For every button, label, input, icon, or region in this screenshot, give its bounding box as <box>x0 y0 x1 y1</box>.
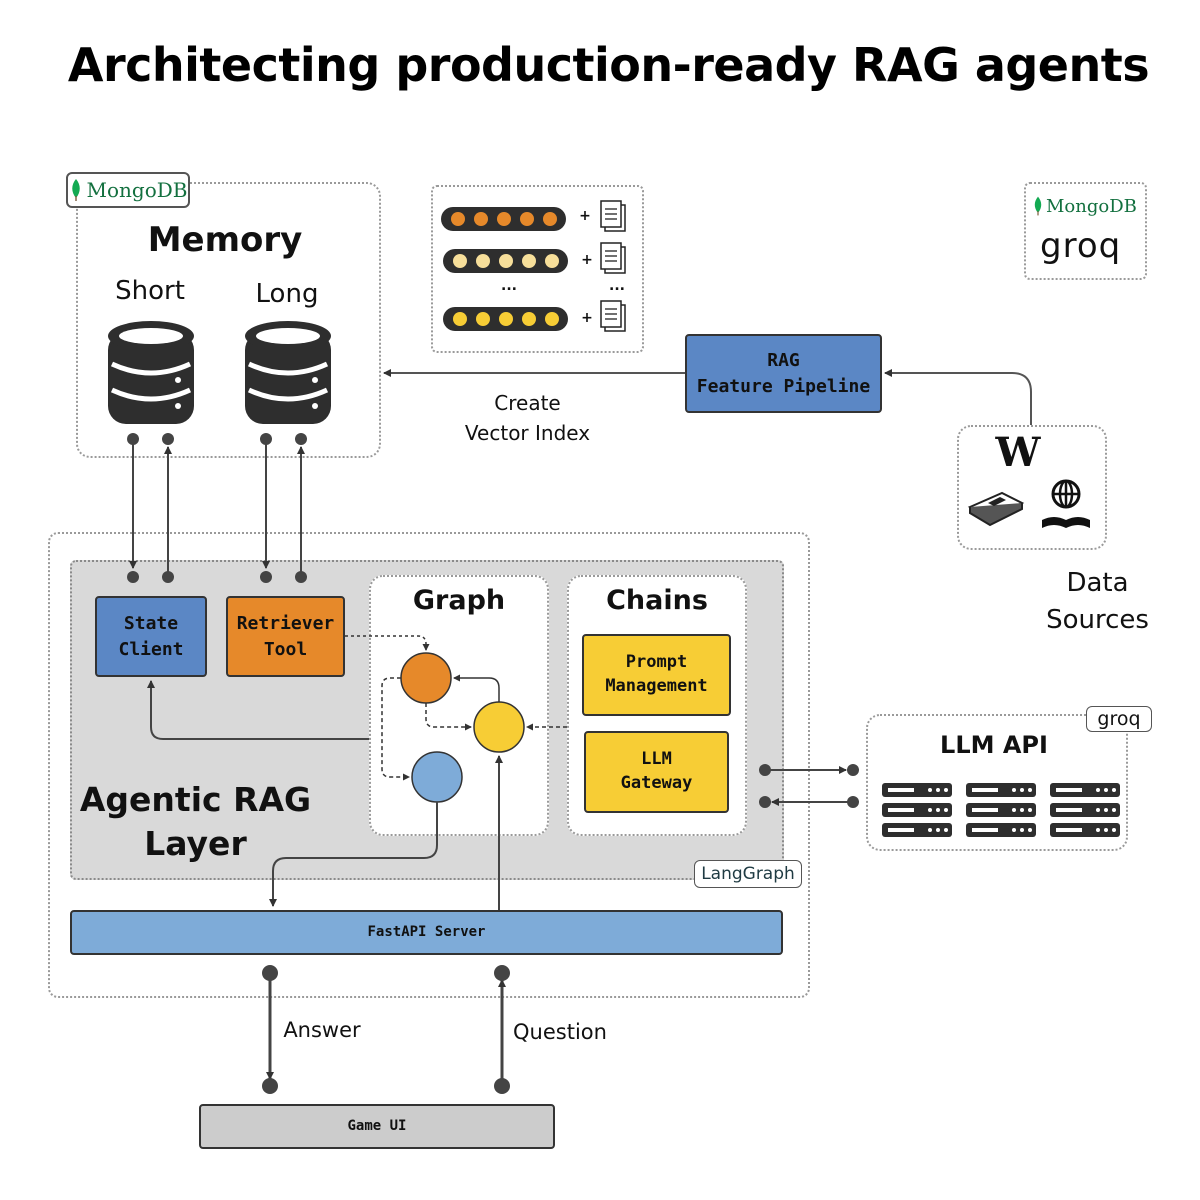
sources-to-pipeline-arrow <box>884 369 1032 425</box>
graph-to-fastapi-arrow <box>269 802 438 907</box>
prompt-line1: Prompt <box>625 652 688 673</box>
embedding-rows <box>441 200 626 332</box>
svg-text:W: W <box>995 429 1042 476</box>
fastapi-label: FastAPI Server <box>367 923 486 940</box>
graph-title: Graph <box>412 585 506 616</box>
plus-sign-1: + <box>579 208 591 224</box>
groq-provider-logo: groq <box>1040 226 1122 266</box>
state-client-line2: Client <box>118 638 184 660</box>
retriever-line1: Retriever <box>236 613 335 635</box>
providers-panel <box>1024 182 1147 280</box>
prompt-management-box: Prompt Management <box>582 634 731 716</box>
graph-node-yellow <box>473 701 525 753</box>
agentic-layer-line1: Agentic RAG <box>79 780 312 819</box>
graph-node-blue <box>411 751 463 803</box>
data-sources-line2: Sources <box>1046 605 1149 635</box>
llm-groq-logo-text: groq <box>1097 708 1141 730</box>
answer-label: Answer <box>283 1018 361 1042</box>
mongodb-leaf-icon <box>1034 196 1042 216</box>
data-sources-line1: Data <box>1066 568 1129 598</box>
memory-title: Memory <box>147 220 303 260</box>
question-label: Question <box>513 1020 607 1044</box>
llm-groq-logo: groq <box>1086 706 1152 732</box>
ellipsis-embeddings: ... <box>501 278 517 294</box>
plus-sign-3: + <box>581 310 593 326</box>
mongodb-leaf-icon <box>71 179 80 201</box>
retriever-tool-box: Retriever Tool <box>226 596 345 677</box>
graph-node-orange <box>400 652 452 704</box>
rag-pipeline-line1: RAG <box>767 350 800 372</box>
langgraph-logo-text: LangGraph <box>701 864 795 884</box>
plus-sign-2: + <box>581 252 593 268</box>
gateway-line2: Gateway <box>620 773 693 793</box>
memory-logo-text: MongoDB <box>86 178 188 202</box>
data-sources-panel <box>957 425 1107 550</box>
mongodb-provider-logo: MongoDB <box>1046 196 1137 217</box>
long-term-database-icon <box>245 321 331 424</box>
short-term-database-icon <box>108 321 194 424</box>
graph-to-state-client-arrow <box>147 680 369 740</box>
graph-panel <box>369 575 549 836</box>
fastapi-server-bar: FastAPI Server <box>70 910 783 955</box>
rag-feature-pipeline-box: RAG Feature Pipeline <box>685 334 882 413</box>
agentic-layer-label: Agentic RAG Layer <box>78 778 313 866</box>
globe-reader-icon <box>1042 479 1090 528</box>
state-client-line1: State <box>123 613 179 635</box>
memory-link-dots <box>127 433 307 583</box>
chains-title: Chains <box>606 585 708 616</box>
data-sources-label: Data Sources <box>1040 565 1155 639</box>
game-ui-box: Game UI <box>199 1104 555 1149</box>
langgraph-logo: LangGraph <box>694 860 802 888</box>
book-icon <box>967 491 1025 527</box>
page-title: Architecting production-ready RAG agents <box>67 38 1150 92</box>
memory-links <box>129 440 305 577</box>
llm-gateway-box: LLM Gateway <box>584 731 729 813</box>
create-vector-index-label: Create Vector Index <box>450 388 605 448</box>
create-index-line1: Create <box>494 391 561 415</box>
prompt-line2: Management <box>605 676 708 696</box>
llm-api-title: LLM API <box>940 731 1048 759</box>
game-ui-label: Game UI <box>347 1117 407 1134</box>
agentic-layer-line2: Layer <box>144 824 247 863</box>
gateway-line1: LLM <box>641 749 672 770</box>
server-rack-icon <box>882 783 1120 837</box>
wikipedia-icon: W <box>995 429 1042 476</box>
state-client-box: State Client <box>95 596 207 677</box>
long-term-label: Long <box>255 279 319 309</box>
memory-mongodb-logo: MongoDB <box>66 172 190 208</box>
ellipsis-documents: ... <box>609 278 625 294</box>
create-index-line2: Vector Index <box>464 421 591 445</box>
rag-pipeline-line2: Feature Pipeline <box>696 375 871 397</box>
retriever-line2: Tool <box>263 638 308 660</box>
short-term-label: Short <box>115 276 185 306</box>
